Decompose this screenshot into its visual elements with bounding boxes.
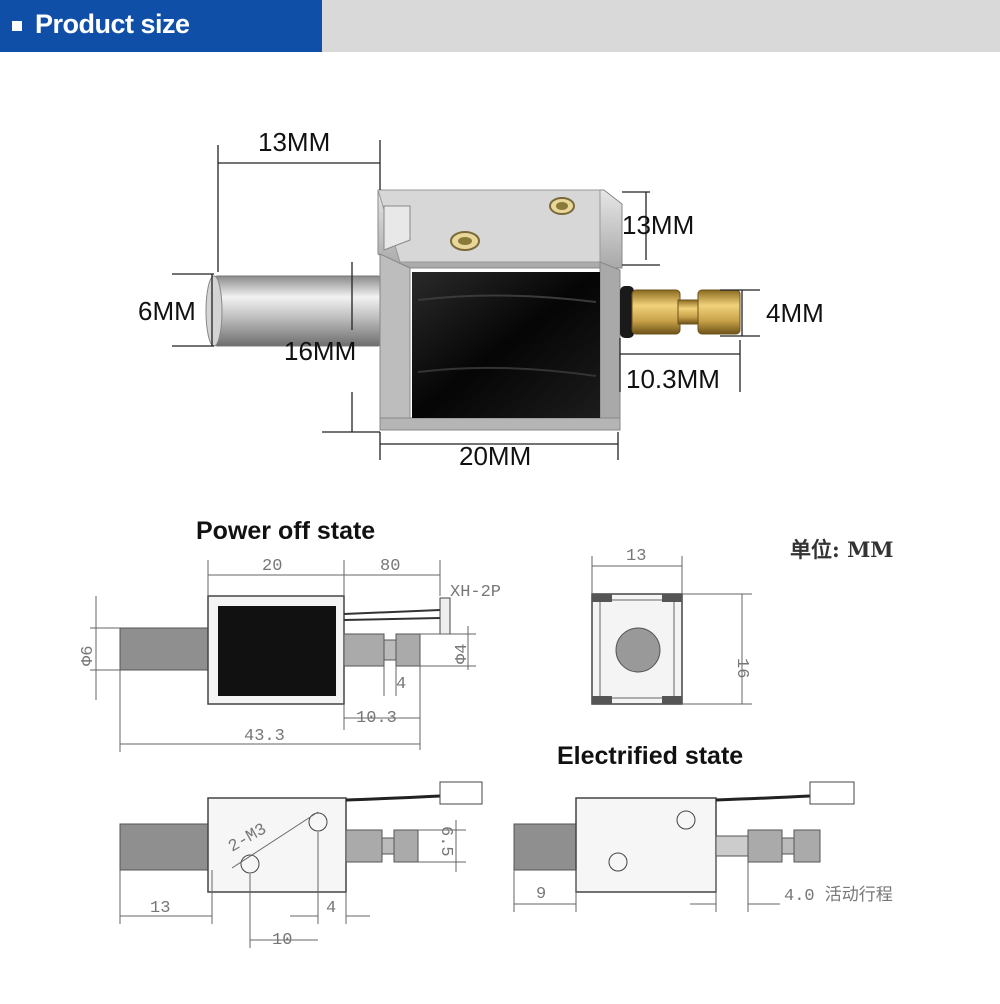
dim-body-height: 16MM (284, 336, 356, 366)
dim-43-3: 43.3 (244, 727, 285, 746)
drawing-side-view (591, 593, 683, 705)
drawing-dim-lines-a (90, 560, 476, 752)
page-title: Product size (35, 9, 190, 39)
dim-e9: 9 (536, 885, 546, 904)
drawing-power-off-top (119, 595, 451, 705)
dim-phi6: Φ6 (79, 646, 98, 666)
dim-b13: 13 (150, 899, 170, 918)
unit-label: 单位: MM (790, 537, 894, 562)
drawing-electrified (513, 781, 855, 893)
dim-4: 4 (396, 675, 406, 694)
header-bar: Product size (0, 0, 1000, 52)
dim-plunger-dia: 6MM (138, 296, 196, 326)
dim-20: 20 (262, 557, 282, 576)
connector-label: XH-2P (450, 583, 501, 602)
stroke-label: 4.0 活动行程 (784, 885, 893, 906)
dim-10-3: 10.3 (356, 709, 397, 728)
dim-body-width: 20MM (459, 441, 531, 471)
bullet-square-icon (12, 21, 22, 31)
dim-shaft-len: 10.3MM (626, 364, 720, 394)
dim-b10: 10 (272, 931, 292, 950)
dim-phi4: Φ4 (453, 644, 472, 664)
dim-6-5: 6.5 (436, 826, 455, 857)
drawing-dim-lines-c (119, 820, 466, 948)
dim-b4: 4 (326, 899, 336, 918)
dim-top-width: 13MM (258, 127, 330, 157)
dim-side-13: 13 (626, 547, 646, 566)
drawing-power-off-bottom (119, 781, 483, 893)
dim-side-16: 16 (732, 658, 751, 678)
drawing-dim-lines-d (513, 856, 780, 912)
dim-shaft-dia: 4MM (766, 298, 824, 328)
header-tab: Product size (0, 0, 322, 52)
dim-right-height: 13MM (622, 210, 694, 240)
drawing-dim-lines-b (591, 556, 752, 705)
electrified-title: Electrified state (557, 742, 743, 770)
power-off-title: Power off state (196, 517, 375, 545)
solenoid-photo (205, 189, 741, 431)
photo-dimension-lines (172, 140, 760, 460)
dim-80: 80 (380, 557, 400, 576)
